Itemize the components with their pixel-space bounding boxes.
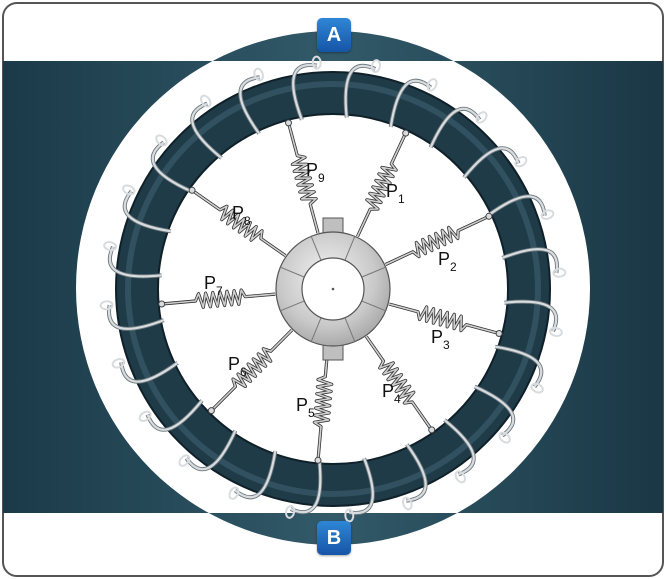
ring-tap (485, 212, 493, 220)
coil-turn (191, 102, 223, 159)
resistor-6 (210, 329, 293, 412)
coil-turn (151, 141, 192, 193)
coil-loop (475, 111, 488, 124)
coil-loop (552, 267, 567, 278)
coil-turn (494, 345, 543, 388)
ring-tap (158, 300, 166, 308)
ring-tap (314, 456, 322, 464)
resistor-label-p9: P9 (306, 160, 325, 185)
resistor-8 (191, 189, 286, 257)
ring-tap (495, 330, 503, 337)
coil-turn (405, 443, 427, 502)
magnet-body (3, 31, 663, 545)
resistor-label-p1: P1 (386, 181, 405, 206)
coil-turn (146, 399, 203, 431)
coil-loop (103, 241, 118, 252)
coil-turn (108, 246, 162, 278)
resistor-label-p7: P7 (204, 273, 223, 298)
resistor-label-p2: P2 (438, 249, 457, 274)
coil-loop (285, 504, 296, 519)
coil-turn (120, 361, 179, 383)
resistor-5 (313, 346, 333, 461)
commutator (275, 217, 391, 361)
resistor-1 (356, 132, 407, 237)
coil-turn (487, 195, 546, 217)
coil-loop (514, 155, 528, 168)
ring-highlight (125, 81, 541, 497)
ring-tap (402, 129, 410, 137)
resistor-label-p3: P3 (431, 327, 450, 352)
coil-loop (426, 78, 438, 92)
resistor-3 (388, 303, 500, 335)
resistor-label-p6: P6 (228, 354, 247, 379)
coil-turn (348, 457, 374, 515)
coil-loop (138, 410, 152, 423)
ring-tap (428, 426, 436, 434)
coil-turn (389, 79, 432, 128)
coil-windings (99, 55, 567, 523)
coil-turn (234, 450, 277, 499)
resistor-label-p8: P8 (232, 203, 251, 228)
armature-ring-body (117, 73, 549, 505)
coil-turn (429, 107, 481, 148)
resistor-spokes (158, 119, 503, 464)
coil-loop (122, 184, 136, 196)
coil-loop (530, 382, 544, 394)
resistor-9 (287, 122, 319, 234)
ring-tap (207, 407, 215, 415)
ring-tap (285, 119, 292, 127)
coil-loop (454, 470, 467, 484)
coil-loop (253, 67, 264, 82)
coil-turn (443, 419, 475, 476)
pole-label-b: B (317, 521, 351, 555)
coil-turn (474, 385, 515, 437)
coil-turn (185, 430, 237, 471)
resistor-4 (365, 336, 433, 431)
resistor-2 (385, 215, 490, 266)
coil-turn (290, 460, 322, 514)
coil-turn (107, 304, 165, 330)
coil-turn (344, 64, 376, 118)
coil-loop (155, 134, 168, 147)
coil-loop (498, 431, 511, 444)
coil-loop (111, 358, 126, 369)
coil-turn (504, 300, 558, 332)
coil-loop (99, 300, 114, 311)
resistor-7 (161, 289, 276, 309)
coil-loop (199, 94, 212, 108)
coil-turn (123, 190, 172, 233)
resistor-label-p5: P5 (296, 395, 315, 420)
resistor-label-p4: P4 (382, 381, 401, 406)
coil-loop (178, 454, 191, 467)
ring-tap (188, 186, 196, 194)
coil-loop (228, 486, 240, 500)
coil-loop (370, 59, 381, 74)
coil-loop (402, 496, 413, 511)
coil-loop (540, 209, 555, 220)
coil-turn (292, 63, 318, 121)
coil-turn (239, 76, 261, 135)
coil-loop (344, 508, 355, 523)
coil-loop (311, 55, 322, 70)
coil-turn (501, 248, 559, 274)
coil-loop (548, 326, 563, 337)
pole-label-a: A (317, 18, 351, 52)
coil-turn (463, 147, 520, 179)
